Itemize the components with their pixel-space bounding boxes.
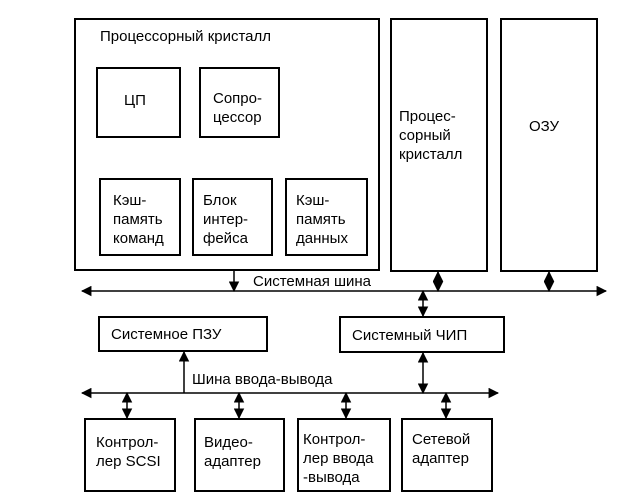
cpu-label: ЦП [124,92,146,109]
network-adapter-box [401,418,493,492]
system-chip-label: Системный ЧИП [352,327,468,344]
cpu-box [96,67,181,138]
system-rom-label: Системное ПЗУ [111,326,222,343]
interface-label: Блок интер- фейса [203,192,249,247]
coprocessor-box [199,67,280,138]
processor-crystal-2 [390,18,488,272]
ram-label: ОЗУ [529,118,560,135]
processor-crystal-2-label: Процес- сорный кристалл [399,108,463,163]
video-adapter-box [194,418,285,492]
io-bus-label: Шина ввода-вывода [192,371,333,388]
dcache-label: Кэш- память данных [296,192,348,247]
dcache-box [285,178,368,256]
interface-box [192,178,273,256]
io-controller-box [297,418,391,492]
system-chip-box [339,316,505,353]
icache-box [99,178,181,256]
network-adapter-label: Сетевой адаптер [412,431,471,467]
ram-box [500,18,598,272]
video-adapter-label: Видео- адаптер [204,434,261,470]
system-rom-box [98,316,268,352]
icache-label: Кэш- память команд [113,192,164,247]
processor-crystal-title: Процессорный кристалл [100,28,272,45]
io-controller-label: Контрол- лер ввода -вывода [303,431,374,486]
system-bus-label: Системная шина [253,273,372,290]
scsi-controller-box [84,418,176,492]
scsi-controller-label: Контрол- лер SCSI [96,434,161,470]
coprocessor-label: Сопро- цессор [213,90,262,126]
